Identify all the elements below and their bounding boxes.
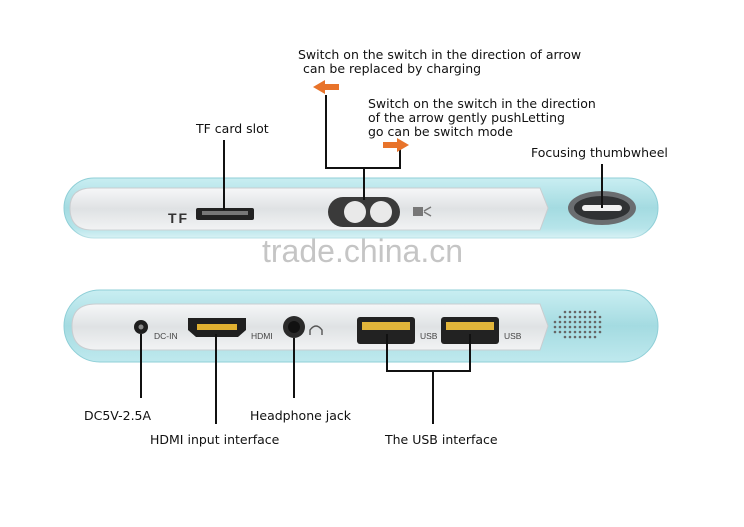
speaker-hole [583,330,587,334]
speaker-hole [563,315,567,319]
hdmi-label: HDMI input interface [150,432,280,447]
speaker-hole [593,335,597,339]
speaker-hole [593,325,597,329]
dc-in-port [134,320,148,334]
usb-printed-mark-2: USB [504,331,522,341]
focusing-thumbwheel-label: Focusing thumbwheel [531,145,668,160]
speaker-hole [568,325,572,329]
top-callout-lines [223,95,603,210]
speaker-grille [553,310,602,339]
camera-mode-icon [413,206,432,217]
speaker-hole [588,335,592,339]
speaker-hole [568,330,572,334]
speaker-hole [588,325,592,329]
speaker-hole [573,320,577,324]
arrow-left-icon [313,80,339,94]
usb-port-2 [441,317,499,344]
tf-printed-mark: TF [168,210,190,226]
headphone-jack [283,316,305,338]
speaker-hole [583,325,587,329]
speaker-hole [588,320,592,324]
bottom-callout-lines [140,334,471,424]
speaker-hole [558,315,562,319]
speaker-hole [563,320,567,324]
speaker-hole [578,325,582,329]
usb-printed-mark-1: USB [420,331,438,341]
speaker-hole [553,330,557,334]
headphone-label: Headphone jack [250,408,352,423]
speaker-hole [573,310,577,314]
speaker-hole [588,315,592,319]
speaker-hole [598,330,602,334]
speaker-hole [558,325,562,329]
speaker-hole [573,330,577,334]
speaker-hole [568,315,572,319]
speaker-hole [588,330,592,334]
mode-switch [328,197,400,227]
speaker-hole [598,320,602,324]
speaker-hole [573,325,577,329]
speaker-hole [588,310,592,314]
speaker-hole [553,320,557,324]
speaker-hole [593,330,597,334]
speaker-hole [568,335,572,339]
speaker-hole [563,330,567,334]
speaker-hole [598,315,602,319]
speaker-hole [578,315,582,319]
headphone-icon [309,325,323,335]
speaker-hole [563,325,567,329]
usb-port-1 [357,317,415,344]
speaker-hole [578,320,582,324]
speaker-hole [593,315,597,319]
watermark: trade.china.cn [262,233,464,269]
switch-left-label-line-1: Switch on the switch in the direction of… [298,47,582,62]
speaker-hole [583,310,587,314]
switch-right-label-line-2: of the arrow gently pushLetting [368,110,565,125]
speaker-hole [568,310,572,314]
speaker-hole [568,320,572,324]
speaker-hole [573,315,577,319]
speaker-hole [553,325,557,329]
speaker-hole [593,320,597,324]
speaker-hole [598,325,602,329]
speaker-hole [583,320,587,324]
speaker-hole [583,335,587,339]
speaker-hole [563,335,567,339]
dc-label: DC5V-2.5A [84,408,152,423]
switch-right-label-line-1: Switch on the switch in the direction [368,96,596,111]
hdmi-printed-mark: HDMI [251,331,273,341]
tf-card-slot [196,208,254,220]
speaker-hole [583,315,587,319]
speaker-hole [578,310,582,314]
arrow-right-icon [383,138,409,152]
speaker-hole [573,335,577,339]
hdmi-port [188,318,246,337]
speaker-hole [558,320,562,324]
speaker-hole [563,310,567,314]
dc-in-printed-mark: DC-IN [154,331,178,341]
speaker-hole [558,330,562,334]
switch-left-label-line-2: can be replaced by charging [303,61,482,76]
speaker-hole [578,330,582,334]
usb-label: The USB interface [385,432,498,447]
speaker-hole [578,335,582,339]
switch-right-label-line-3: go can be switch mode [368,124,513,139]
tf-card-slot-label: TF card slot [196,121,269,136]
speaker-hole [593,310,597,314]
